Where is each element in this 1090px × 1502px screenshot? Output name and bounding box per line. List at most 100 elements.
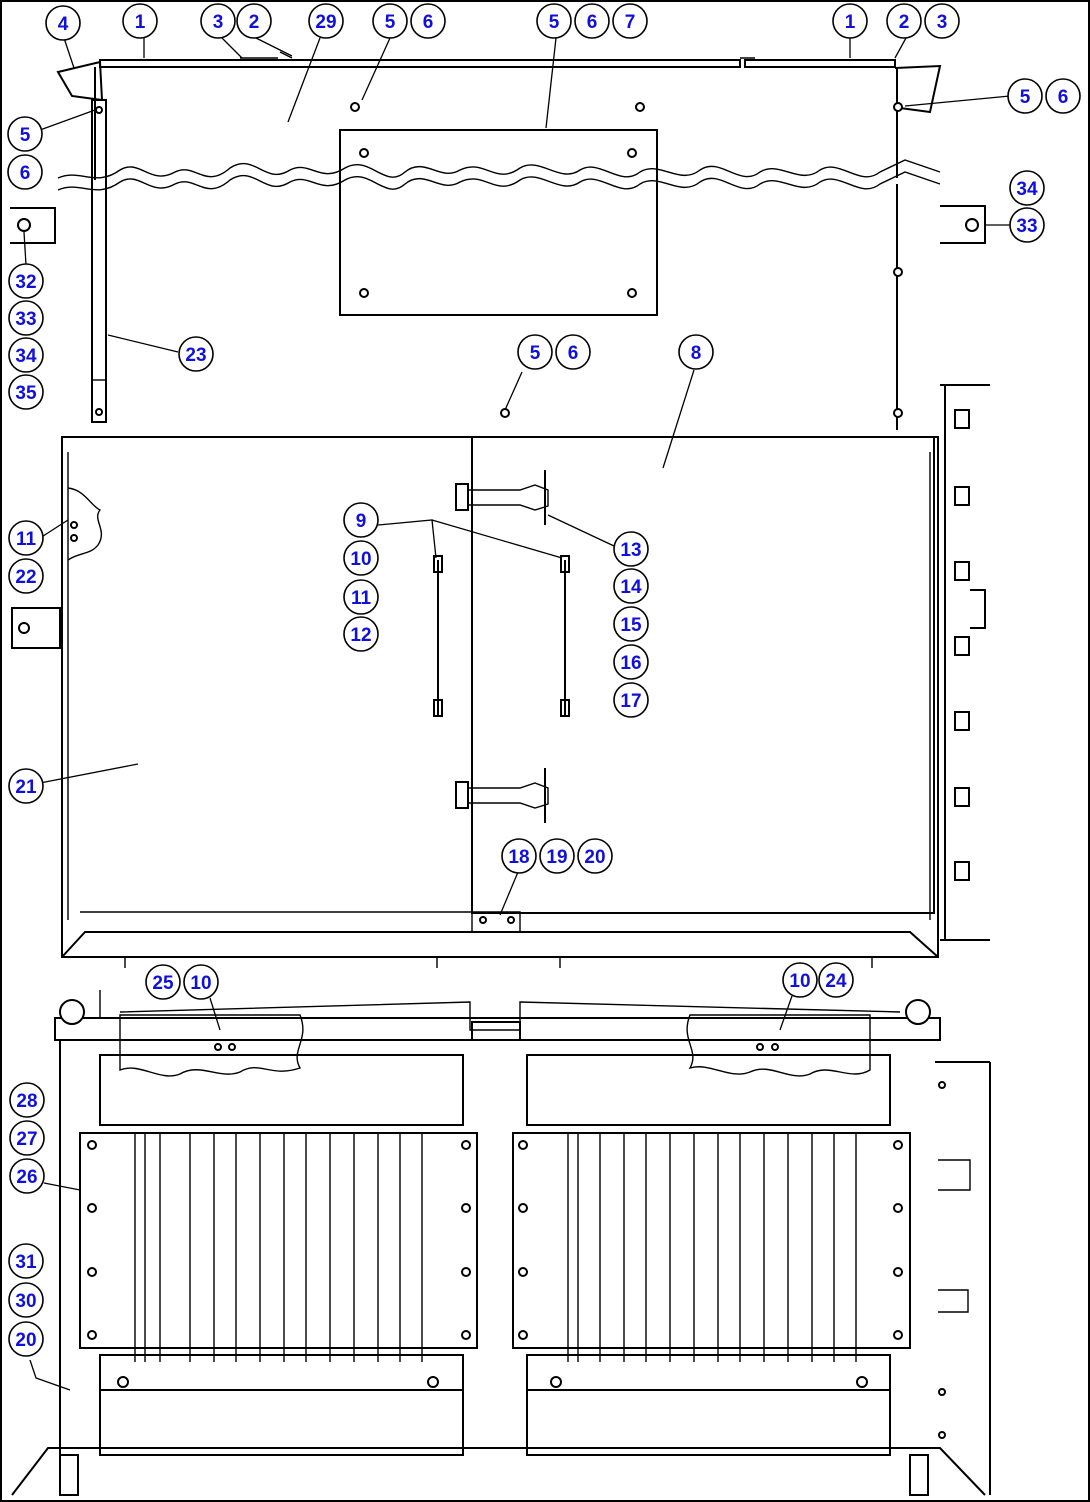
callout-label: 2 — [249, 12, 260, 33]
callout-label: 17 — [620, 691, 641, 712]
callout-label: 20 — [15, 1330, 36, 1351]
callout-label: 16 — [620, 653, 641, 674]
callout-circle — [8, 337, 44, 373]
callout-circle — [183, 964, 219, 1000]
callout-33: 33 — [1009, 207, 1045, 243]
callout-circle — [8, 768, 44, 804]
callout-label: 5 — [20, 125, 31, 146]
callout-6: 6 — [1045, 78, 1081, 114]
callout-label: 6 — [587, 12, 598, 33]
callout-label: 31 — [15, 1252, 37, 1273]
callout-5: 5 — [536, 3, 572, 39]
callout-circle — [343, 579, 379, 615]
callout-25: 25 — [145, 964, 181, 1000]
callout-label: 10 — [789, 971, 810, 992]
callout-circle — [9, 1158, 45, 1194]
callout-5: 5 — [1007, 78, 1043, 114]
callout-circle — [178, 336, 214, 372]
callout-14: 14 — [613, 568, 649, 604]
callout-6: 6 — [555, 334, 591, 370]
callout-circle — [1007, 78, 1043, 114]
callout-circle — [613, 531, 649, 567]
callout-circle — [8, 1243, 44, 1279]
callout-10: 10 — [782, 962, 818, 998]
callout-circle — [613, 606, 649, 642]
callout-label: 27 — [16, 1129, 37, 1150]
callout-18: 18 — [501, 838, 537, 874]
callout-circle — [122, 3, 158, 39]
callout-circle — [410, 3, 446, 39]
callout-label: 34 — [15, 346, 37, 367]
callout-10: 10 — [343, 540, 379, 576]
callout-label: 10 — [350, 549, 371, 570]
callout-label: 3 — [213, 12, 224, 33]
callout-circle — [1009, 170, 1045, 206]
callout-label: 33 — [15, 309, 36, 330]
callout-circle — [574, 3, 610, 39]
callout-circle — [8, 1282, 44, 1318]
callout-circle — [886, 3, 922, 39]
callout-label: 20 — [584, 847, 605, 868]
callout-circle — [308, 3, 344, 39]
callout-circle — [8, 300, 44, 336]
callout-24: 24 — [818, 962, 854, 998]
callout-label: 26 — [16, 1167, 37, 1188]
callout-6: 6 — [410, 3, 446, 39]
callout-circle — [8, 374, 44, 410]
callout-label: 13 — [620, 540, 641, 561]
callout-8: 8 — [678, 334, 714, 370]
callout-31: 31 — [8, 1243, 44, 1279]
callout-17: 17 — [613, 682, 649, 718]
leader-lines — [23, 37, 1012, 1391]
callout-label: 12 — [350, 625, 371, 646]
callout-circle — [539, 838, 575, 874]
callout-circle — [555, 334, 591, 370]
callout-label: 9 — [356, 511, 367, 532]
callout-circle — [536, 3, 572, 39]
callout-label: 11 — [16, 529, 37, 550]
callout-circle — [832, 3, 868, 39]
callout-20: 20 — [8, 1321, 44, 1357]
callout-5: 5 — [372, 3, 408, 39]
callout-4: 4 — [45, 5, 81, 41]
top-panel-assembly — [10, 51, 986, 430]
callout-label: 5 — [530, 343, 541, 364]
callout-circle — [8, 558, 44, 594]
callout-label: 29 — [315, 12, 336, 33]
callout-26: 26 — [9, 1158, 45, 1194]
callout-circle — [236, 3, 272, 39]
callout-circle — [1009, 207, 1045, 243]
callout-circle — [343, 540, 379, 576]
callout-label: 25 — [152, 973, 174, 994]
callout-33: 33 — [8, 300, 44, 336]
callout-circle — [9, 1120, 45, 1156]
callout-5: 5 — [517, 334, 553, 370]
callout-circle — [577, 838, 613, 874]
callout-3: 3 — [200, 3, 236, 39]
callout-11: 11 — [8, 520, 44, 556]
callout-circle — [613, 682, 649, 718]
callout-circle — [45, 5, 81, 41]
callout-label: 32 — [15, 272, 36, 293]
callout-circle — [613, 568, 649, 604]
callout-7: 7 — [612, 3, 648, 39]
callout-28: 28 — [9, 1082, 45, 1118]
callout-35: 35 — [8, 374, 44, 410]
callout-label: 6 — [568, 343, 579, 364]
callout-circle — [678, 334, 714, 370]
callout-12: 12 — [343, 616, 379, 652]
callout-2: 2 — [886, 3, 922, 39]
callout-1: 1 — [832, 3, 868, 39]
callout-circle — [9, 1082, 45, 1118]
callout-circle — [343, 616, 379, 652]
callout-circle — [343, 502, 379, 538]
callout-6: 6 — [574, 3, 610, 39]
callout-circle — [8, 1321, 44, 1357]
callout-label: 22 — [15, 567, 36, 588]
callout-13: 13 — [613, 531, 649, 567]
callout-3: 3 — [924, 3, 960, 39]
callout-label: 7 — [625, 12, 636, 33]
callout-label: 5 — [385, 12, 396, 33]
